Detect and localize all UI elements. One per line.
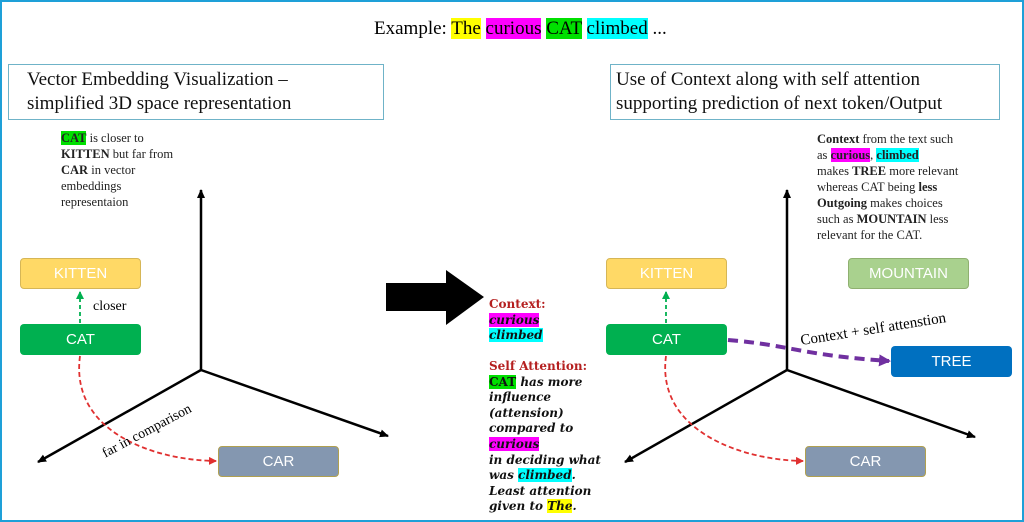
example-sentence: Example: The curious CAT climbed ... bbox=[374, 18, 667, 40]
sa-text: influence bbox=[489, 390, 552, 405]
left-axes bbox=[37, 189, 389, 464]
note-text: whereas CAT being bbox=[817, 180, 919, 194]
left-kitten-node: KITTEN bbox=[20, 258, 141, 289]
closer-label: closer bbox=[93, 299, 127, 314]
sa-the: The bbox=[547, 499, 573, 514]
left-car-node: CAR bbox=[218, 446, 339, 477]
big-right-arrow bbox=[386, 270, 484, 325]
right-car-node: CAR bbox=[805, 446, 926, 477]
sa-climbed: climbed bbox=[518, 468, 572, 483]
right-title-line1: Use of Context along with self attention bbox=[616, 69, 920, 90]
note-text: less bbox=[926, 212, 949, 226]
sa-curious: curious bbox=[489, 436, 540, 451]
context-word-climbed: climbed bbox=[489, 328, 543, 343]
note-mountain: MOUNTAIN bbox=[856, 212, 927, 226]
note-text: makes choices bbox=[867, 196, 943, 210]
note-text: relevant for the CAT. bbox=[817, 228, 923, 242]
right-title-line2: supporting prediction of next token/Outp… bbox=[616, 93, 943, 114]
self-attention-block: Self Attention: CAT has more influence (… bbox=[489, 359, 601, 515]
sa-text: (attension) bbox=[489, 405, 564, 420]
note-less: less bbox=[918, 180, 938, 194]
note-climbed: climbed bbox=[876, 148, 919, 162]
left-note: CAT is closer to KITTEN but far from CAR… bbox=[61, 130, 173, 210]
note-tree: TREE bbox=[852, 164, 887, 178]
note-curious: curious bbox=[830, 148, 871, 162]
note-text: , bbox=[870, 148, 877, 162]
left-title-box: Vector Embedding Visualization – simplif… bbox=[8, 64, 384, 120]
word-cat: CAT bbox=[546, 18, 582, 39]
note-text: as bbox=[817, 148, 831, 162]
note-cat: CAT bbox=[61, 131, 87, 145]
left-title-line1: Vector Embedding Visualization – bbox=[27, 69, 288, 90]
sa-text: has more bbox=[516, 374, 583, 389]
right-far-arrow bbox=[664, 355, 804, 465]
right-kitten-node: KITTEN bbox=[606, 258, 727, 289]
far-arrow bbox=[78, 355, 217, 465]
right-note: Context from the text such as curious, c… bbox=[817, 131, 958, 243]
note-text: representaion bbox=[61, 195, 129, 209]
tree-node: TREE bbox=[891, 346, 1012, 377]
note-text: embeddings bbox=[61, 179, 122, 193]
sa-text: given to bbox=[489, 499, 548, 514]
example-suffix: ... bbox=[652, 18, 667, 39]
mountain-node: MOUNTAIN bbox=[848, 258, 969, 289]
note-car: CAR bbox=[61, 163, 89, 177]
note-outgoing: Outgoing bbox=[817, 196, 868, 210]
right-axes bbox=[624, 189, 976, 464]
note-text: such as bbox=[817, 212, 857, 226]
right-title-box: Use of Context along with self attention… bbox=[610, 64, 1000, 120]
context-word-curious: curious bbox=[489, 312, 540, 327]
note-text: from the text such bbox=[859, 132, 954, 146]
right-cat-node: CAT bbox=[606, 324, 727, 355]
context-block: Context: curious climbed bbox=[489, 297, 546, 344]
sa-text: . bbox=[571, 468, 576, 483]
sa-text: compared to bbox=[489, 421, 574, 436]
sa-text: . bbox=[572, 499, 577, 514]
self-attention-heading: Self Attention: bbox=[489, 359, 588, 373]
left-title-line2: simplified 3D space representation bbox=[27, 93, 292, 114]
left-cat-node: CAT bbox=[20, 324, 141, 355]
word-the: The bbox=[451, 18, 481, 39]
note-text: makes bbox=[817, 164, 853, 178]
note-text: in vector bbox=[88, 163, 136, 177]
note-context: Context bbox=[817, 132, 860, 146]
sa-text: Least attention bbox=[489, 483, 592, 498]
context-attention-arrow bbox=[727, 338, 891, 367]
note-text: is closer to bbox=[86, 131, 144, 145]
context-heading: Context: bbox=[489, 297, 546, 311]
note-kitten: KITTEN bbox=[61, 147, 110, 161]
example-prefix: Example: bbox=[374, 18, 447, 39]
word-climbed: climbed bbox=[586, 18, 648, 39]
sa-text: was bbox=[489, 468, 519, 483]
sa-cat: CAT bbox=[489, 374, 517, 389]
note-text: more relevant bbox=[886, 164, 959, 178]
sa-text: in deciding what bbox=[489, 452, 601, 467]
word-curious: curious bbox=[485, 18, 542, 39]
note-text: but far from bbox=[109, 147, 174, 161]
